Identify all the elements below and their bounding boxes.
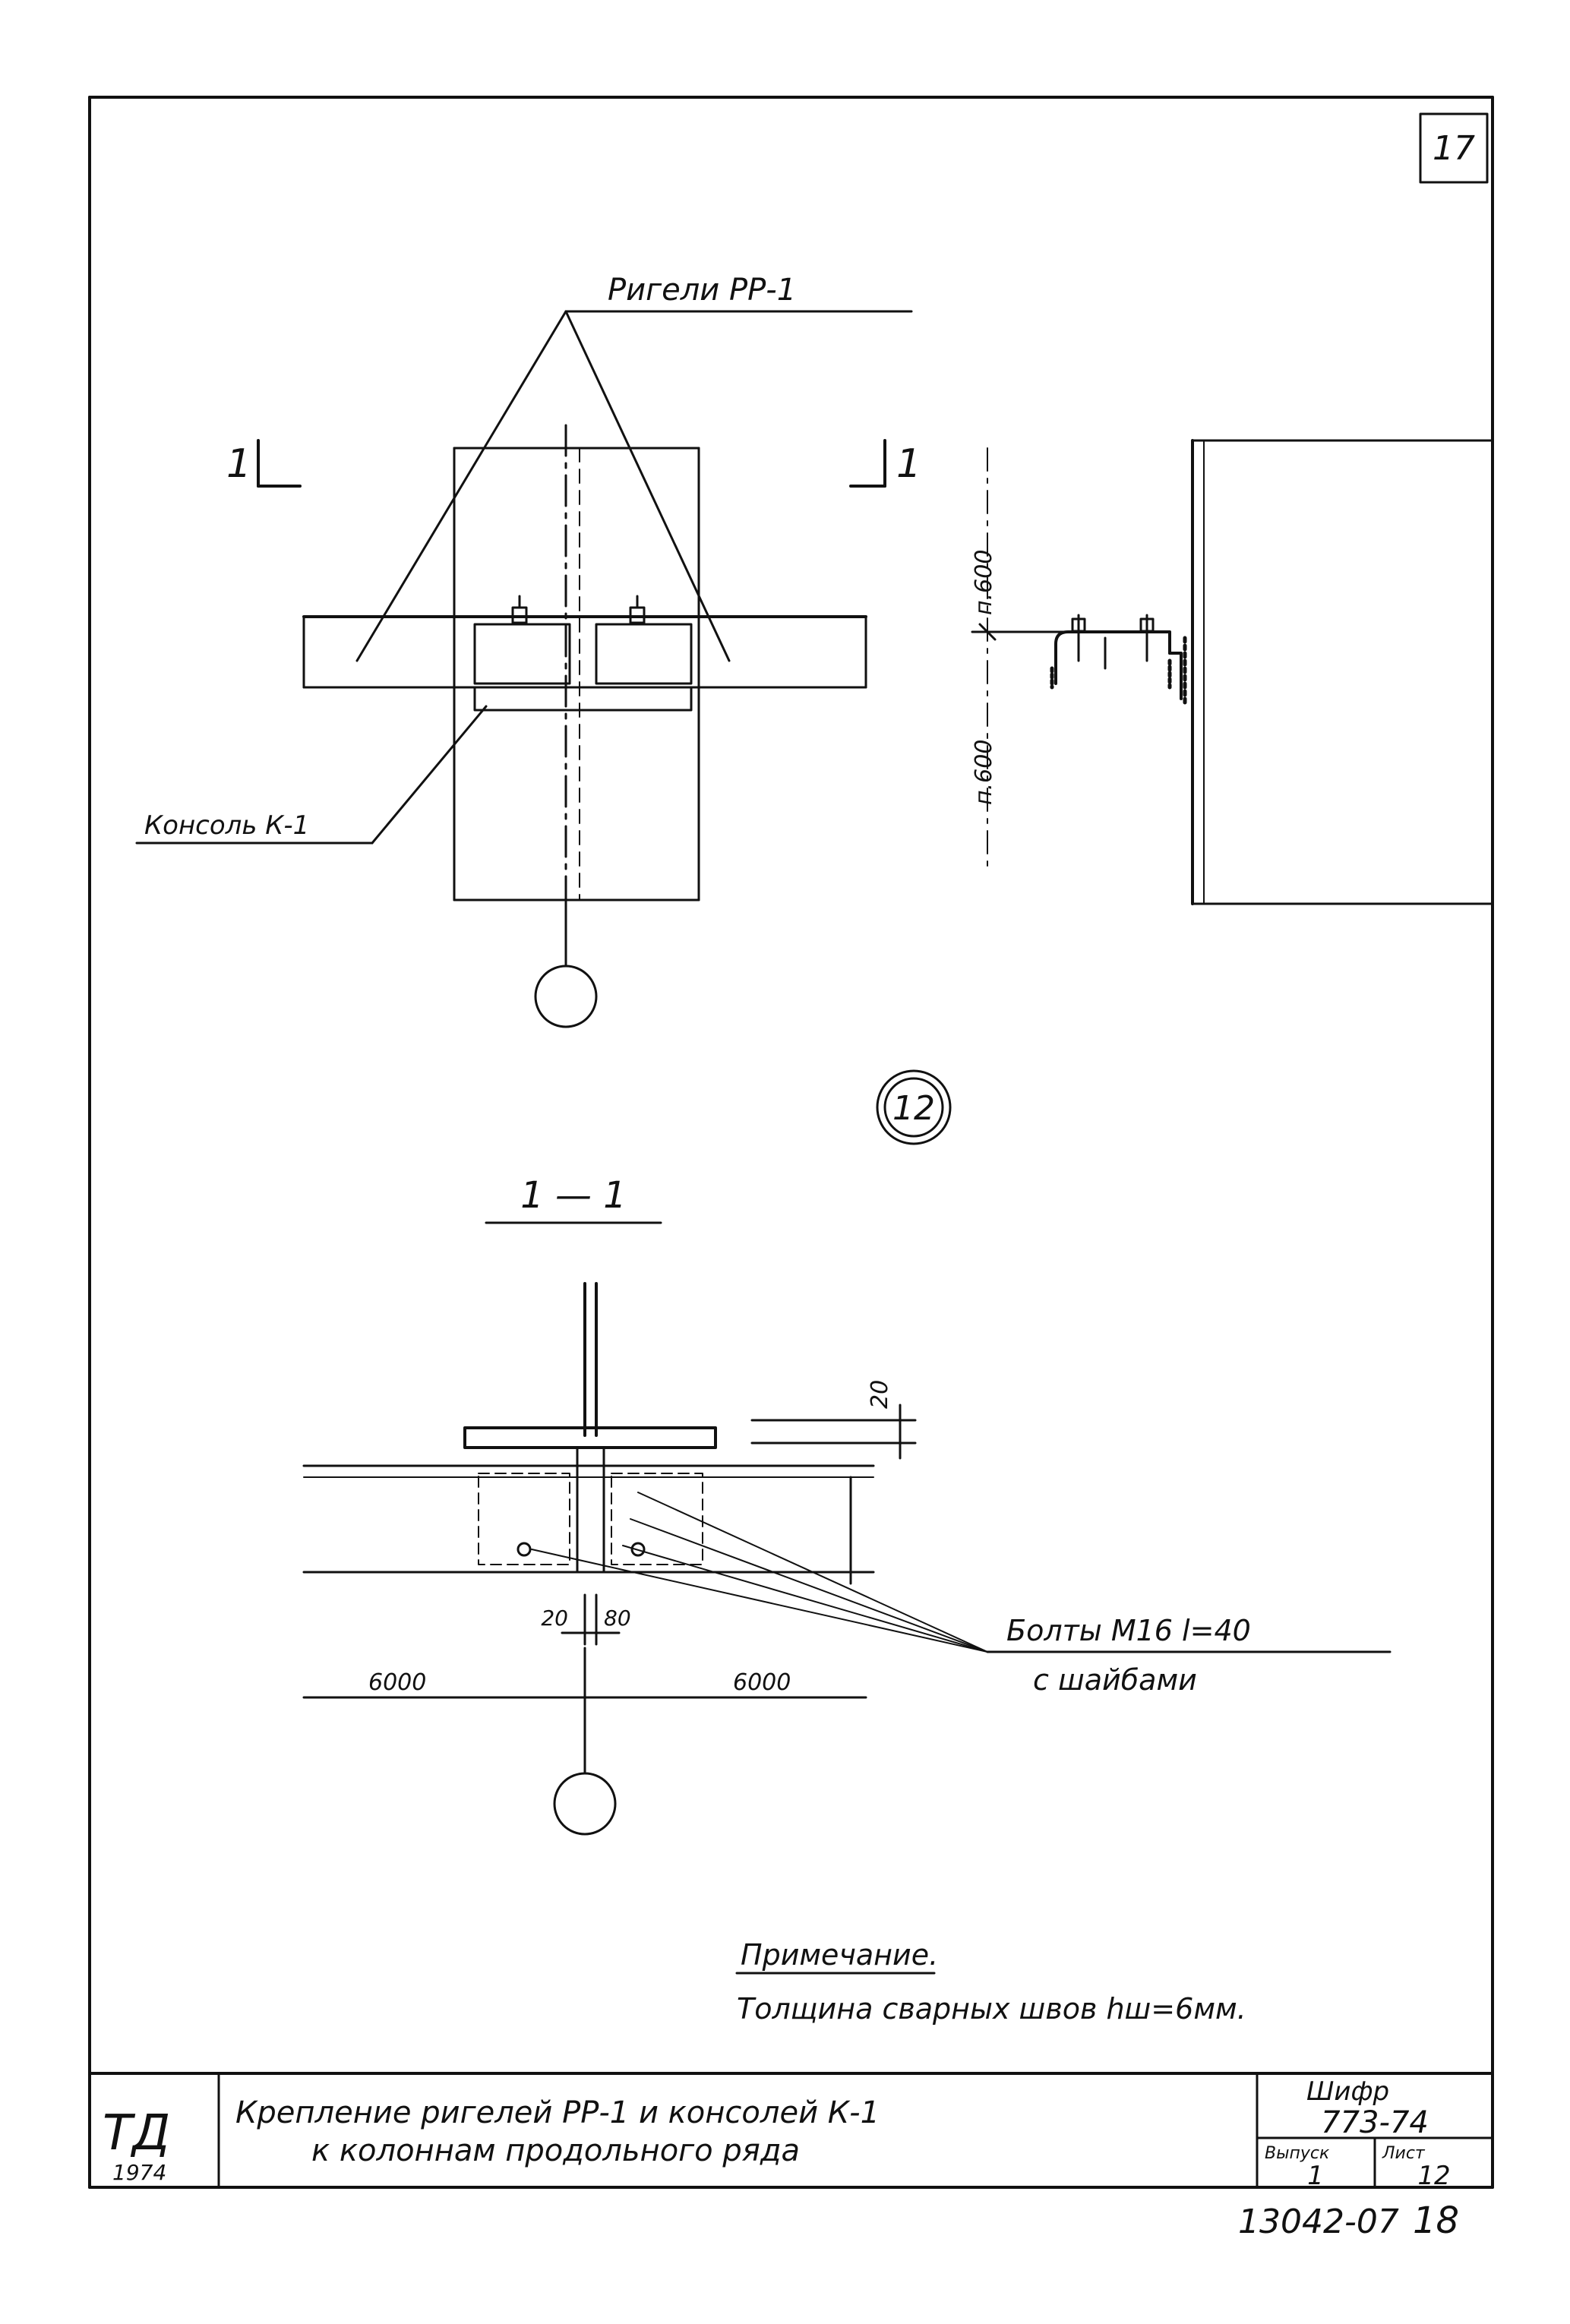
leader-konsol: Консоль К-1 xyxy=(135,705,488,845)
bolts-label-line2: с шайбами xyxy=(1033,1663,1197,1697)
leader-rigeli: Ригели РР-1 xyxy=(355,273,913,662)
konsol-label: Консоль К-1 xyxy=(144,810,309,841)
elev-down-label: п.600 xyxy=(971,740,997,805)
archive-number: 13042-07 xyxy=(1238,2202,1399,2241)
dim-right-label: 80 xyxy=(604,1606,631,1631)
section-title: 1 — 1 xyxy=(520,1174,627,1217)
note-heading: Примечание. xyxy=(741,1938,938,1972)
sheet-value: 12 xyxy=(1417,2161,1450,2191)
cut-mark-left: 1 xyxy=(226,439,302,488)
node-number-label: 12 xyxy=(892,1089,935,1128)
title-block: ТД 1974 Крепление ригелей РР-1 и консоле… xyxy=(88,2072,1494,2191)
title-line1: Крепление ригелей РР-1 и консолей К-1 xyxy=(235,2095,880,2130)
elev-up-label: п.600 xyxy=(971,550,997,615)
node-number: 12 xyxy=(876,1069,952,1145)
side-view: п.600 п.600 xyxy=(971,439,1494,905)
footer: 13042-07 18 xyxy=(1238,2199,1459,2242)
cut-mark-left-label: 1 xyxy=(226,441,251,487)
code-label: Шифр xyxy=(1306,2076,1389,2107)
span-left-label: 6000 xyxy=(368,1669,426,1696)
rigeli-label: Ригели РР-1 xyxy=(608,273,796,308)
logo-year: 1974 xyxy=(112,2160,166,2185)
note: Примечание. Толщина сварных швов hш=6мм. xyxy=(735,1938,1246,2026)
bolts-leader: Болты М16 l=40 с шайбами xyxy=(986,1614,1392,1697)
code-value: 773-74 xyxy=(1321,2105,1429,2140)
cut-mark-right-label: 1 xyxy=(896,441,921,487)
span-right-label: 6000 xyxy=(733,1669,791,1696)
gap-dim-label: 20 xyxy=(867,1380,893,1409)
issue-value: 1 xyxy=(1307,2161,1324,2191)
page-number: 18 xyxy=(1413,2199,1459,2242)
cut-mark-right: 1 xyxy=(849,439,921,488)
logo-mark: ТД xyxy=(103,2105,170,2161)
sheet-number: 17 xyxy=(1433,129,1475,168)
sheet-label: Лист xyxy=(1382,2144,1426,2163)
plan-view xyxy=(302,424,867,1028)
dim-left-label: 20 xyxy=(541,1606,568,1631)
issue-label: Выпуск xyxy=(1265,2144,1330,2163)
title-line2: к колоннам продольного ряда xyxy=(311,2133,800,2168)
section-1-1: 1 — 1 20 20 80 6000 xyxy=(302,1174,988,1836)
sheet-number-box: 17 xyxy=(1419,112,1489,184)
sheet-frame xyxy=(88,96,1494,2189)
bolts-label-line1: Болты М16 l=40 xyxy=(1006,1614,1251,1647)
note-text: Толщина сварных швов hш=6мм. xyxy=(737,1992,1246,2026)
